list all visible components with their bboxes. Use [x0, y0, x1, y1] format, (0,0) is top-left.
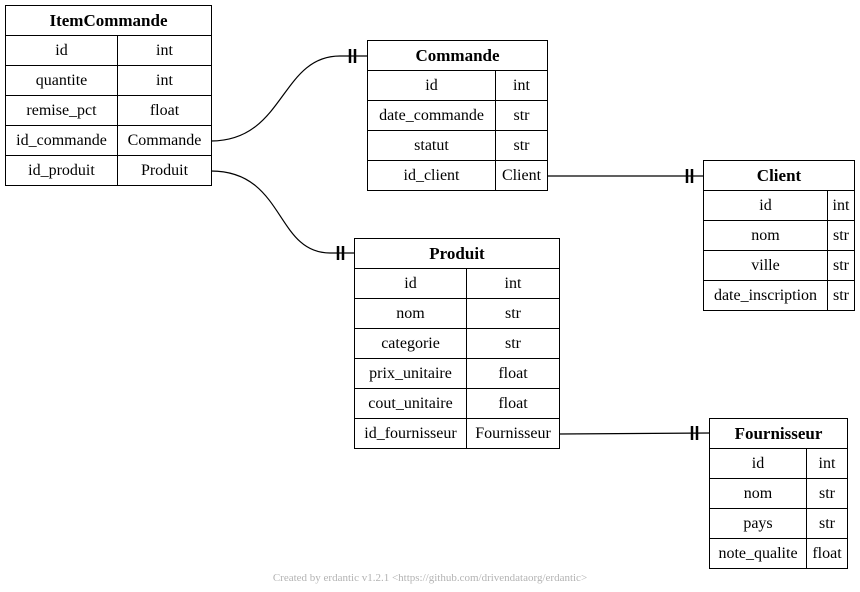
field-type: int — [832, 197, 850, 214]
field-type: Produit — [140, 162, 189, 179]
field-row: note_qualite float — [710, 538, 847, 568]
field-type: Client — [501, 167, 542, 184]
field-name: note_qualite — [710, 539, 807, 568]
field-name: nom — [710, 479, 807, 508]
field-type: Fournisseur — [475, 425, 551, 442]
field-name: quantite — [6, 66, 118, 95]
entity-itemcommande: ItemCommande id int quantite int remise_pct f… — [5, 5, 212, 186]
field-type: int — [504, 275, 522, 292]
entity-title: Client — [704, 161, 854, 191]
field-row: id_client Client — [368, 160, 547, 190]
field-type: float — [812, 545, 842, 562]
field-row: cout_unitaire float — [355, 388, 559, 418]
field-type: int — [513, 77, 530, 94]
field-row: ville str — [704, 250, 854, 280]
field-name: id — [368, 71, 496, 100]
field-type: str — [505, 335, 521, 352]
field-type: float — [149, 102, 180, 119]
field-name: remise_pct — [6, 96, 118, 125]
field-type: str — [819, 485, 835, 502]
field-name: date_commande — [368, 101, 496, 130]
field-name: pays — [710, 509, 807, 538]
field-name: id — [6, 36, 118, 65]
one-cardinality-marker-client — [685, 169, 694, 183]
field-type: str — [819, 515, 835, 532]
field-row: statut str — [368, 130, 547, 160]
field-type: float — [498, 395, 528, 412]
field-name: nom — [704, 221, 828, 250]
field-type: Commande — [127, 132, 202, 149]
relation-itemcommande-produit — [210, 170, 355, 254]
entity-title: ItemCommande — [6, 6, 211, 36]
field-name: id_produit — [6, 156, 118, 185]
field-name: nom — [355, 299, 467, 328]
field-name: id_fournisseur — [355, 419, 467, 448]
field-row: prix_unitaire float — [355, 358, 559, 388]
field-name: id_client — [368, 161, 496, 190]
generator-credit: Created by erdantic v1.2.1 <https://gith… — [272, 572, 588, 584]
field-name: cout_unitaire — [355, 389, 467, 418]
entity-title: Fournisseur — [710, 419, 847, 449]
field-row: date_commande str — [368, 100, 547, 130]
field-row: id_fournisseur Fournisseur — [355, 418, 559, 448]
field-name: ville — [704, 251, 828, 280]
field-name: id_commande — [6, 126, 118, 155]
field-list: id int quantite int remise_pct float id_comman… — [6, 36, 211, 185]
field-row: id_produit Produit — [6, 155, 211, 185]
field-row: date_inscription str — [704, 280, 854, 310]
field-name: prix_unitaire — [355, 359, 467, 388]
entity-title: Produit — [355, 239, 559, 269]
field-row: remise_pct float — [6, 95, 211, 125]
field-row: id int — [355, 269, 559, 298]
one-cardinality-marker-commande — [348, 49, 357, 63]
relation-produit-fournisseur — [558, 432, 711, 435]
relation-itemcommande-commande — [210, 55, 367, 142]
field-row: id int — [6, 36, 211, 65]
field-type: str — [833, 257, 849, 274]
field-row: quantite int — [6, 65, 211, 95]
field-name: id — [710, 449, 807, 478]
field-type: str — [505, 305, 521, 322]
field-name: date_inscription — [704, 281, 828, 310]
field-type: str — [833, 287, 849, 304]
entity-title: Commande — [368, 41, 547, 71]
field-type: str — [513, 107, 530, 124]
field-name: categorie — [355, 329, 467, 358]
field-type: float — [498, 365, 528, 382]
field-type: str — [833, 227, 849, 244]
field-name: id — [704, 191, 828, 220]
field-type: int — [156, 72, 173, 89]
field-name: statut — [368, 131, 496, 160]
one-cardinality-marker-produit — [336, 246, 345, 260]
entity-produit: Produit id int nom str categorie str prix_unit… — [354, 238, 560, 449]
field-row: nom str — [355, 298, 559, 328]
field-row: categorie str — [355, 328, 559, 358]
field-name: id — [355, 269, 467, 298]
field-type: str — [513, 137, 530, 154]
one-cardinality-marker-fournisseur — [690, 426, 699, 440]
field-type: int — [818, 455, 836, 472]
field-row: id_commande Commande — [6, 125, 211, 155]
field-type: int — [156, 42, 173, 59]
